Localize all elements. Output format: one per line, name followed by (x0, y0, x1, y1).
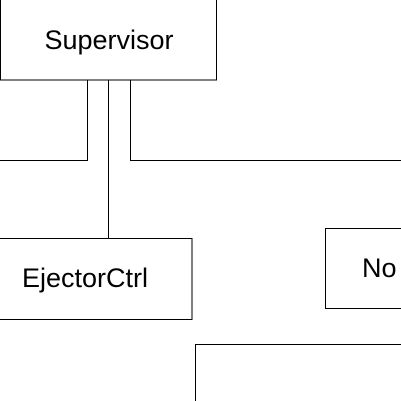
node-supervisor-box (0, 0, 217, 81)
node-ejectorctrl-box (0, 238, 193, 320)
node-ejectorctrl: EjectorCtrl (0, 238, 193, 320)
edges (0, 80, 401, 238)
node-bottom-box (195, 344, 401, 401)
node-supervisor: Supervisor (0, 0, 217, 81)
edge-supervisor-left (0, 80, 88, 161)
node-supervisor-label: Supervisor (44, 25, 173, 55)
node-ejectorctrl-label: EjectorCtrl (22, 263, 148, 293)
node-right-box (325, 228, 401, 309)
node-bottom (195, 344, 401, 401)
node-right: No (325, 228, 401, 309)
node-right-label: No (362, 253, 397, 283)
edge-supervisor-right (130, 80, 401, 161)
